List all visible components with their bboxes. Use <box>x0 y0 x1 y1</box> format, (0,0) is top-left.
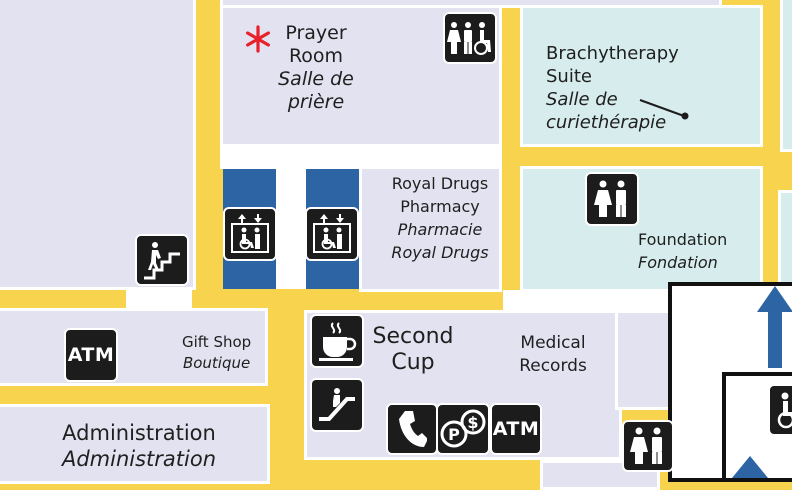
gift-shop-en: Gift Shop <box>182 333 252 351</box>
second-cup-label: Second Cup <box>372 324 454 376</box>
administration-en: Administration <box>62 421 216 445</box>
elevator-right-icon <box>305 207 359 261</box>
brachytherapy-fr2: curiethérapie <box>546 112 667 133</box>
corridor-white-upper <box>220 147 502 169</box>
accessible-entrance-icon <box>768 384 792 436</box>
pharmacy-fr2: Royal Drugs <box>391 243 489 262</box>
phone-icon <box>386 403 438 455</box>
escalator-icon <box>310 378 364 432</box>
brachytherapy-pointer-line <box>639 99 689 120</box>
you-are-here-star-icon <box>245 25 270 53</box>
corridor-white-between-elevators <box>276 169 306 289</box>
brachytherapy-en1: Brachytherapy <box>546 43 679 64</box>
second-cup-en2: Cup <box>391 350 435 375</box>
direction-arrow-up-icon <box>757 286 792 368</box>
atm-bottom-icon: ATM <box>490 403 542 455</box>
prayer-room-en2: Room <box>288 45 344 67</box>
administration-label: Administration Administration <box>58 420 220 472</box>
brachytherapy-suite <box>520 5 763 147</box>
medical-records-label: Medical Records <box>514 332 592 378</box>
prayer-room-en1: Prayer <box>285 22 347 44</box>
medical-records-en2: Records <box>519 356 587 376</box>
corridor-white-left <box>126 290 192 310</box>
atm-left-text: ATM <box>67 344 115 366</box>
washroom-accessible-icon <box>443 12 497 64</box>
gift-shop-label: Gift Shop Boutique <box>182 332 251 374</box>
medical-records-extension <box>615 310 675 410</box>
administration-fr: Administration <box>61 447 217 471</box>
atm-bottom-text: ATM <box>492 418 540 440</box>
washroom-right-icon <box>585 172 639 226</box>
pharmacy-en2: Pharmacy <box>400 197 480 216</box>
pharmacy-fr1: Pharmacie <box>397 220 483 239</box>
direction-arrow-bottom-icon <box>732 456 768 478</box>
corridor-white-mid <box>503 290 671 312</box>
gift-shop-room <box>0 308 268 386</box>
pharmacy-label: Royal Drugs Pharmacy Pharmacie Royal Dru… <box>382 172 498 264</box>
foundation-fr: Fondation <box>638 253 718 272</box>
svg-text:$: $ <box>467 413 478 432</box>
coffee-icon <box>310 314 364 368</box>
elevator-left-icon <box>223 207 277 261</box>
brachytherapy-fr1: Salle de <box>546 89 618 110</box>
brachytherapy-en2: Suite <box>546 66 592 87</box>
pharmacy-room <box>359 166 502 292</box>
foundation-label: Foundation Fondation <box>638 228 727 274</box>
washroom-bottom-icon <box>622 420 674 472</box>
svg-text:P: P <box>448 425 460 444</box>
room-right-mint-lower <box>778 190 792 290</box>
prayer-room-fr2: prière <box>287 91 345 113</box>
brachytherapy-label: Brachytherapy Suite Salle de curiethérap… <box>546 42 679 134</box>
medical-records-en1: Medical <box>520 333 586 353</box>
stairs-icon <box>135 234 189 286</box>
parking-pay-icon: P $ <box>436 403 490 455</box>
room-top-right-edge <box>780 0 792 152</box>
prayer-room-label: Prayer Room Salle de prière <box>266 22 366 114</box>
pharmacy-en1: Royal Drugs <box>391 174 489 193</box>
prayer-room-fr1: Salle de <box>278 68 354 90</box>
atm-left-icon: ATM <box>64 328 118 382</box>
foundation-en: Foundation <box>638 230 728 249</box>
gift-shop-fr: Boutique <box>182 354 251 372</box>
second-cup-en1: Second <box>372 324 454 349</box>
room-top-left-large <box>0 0 196 290</box>
